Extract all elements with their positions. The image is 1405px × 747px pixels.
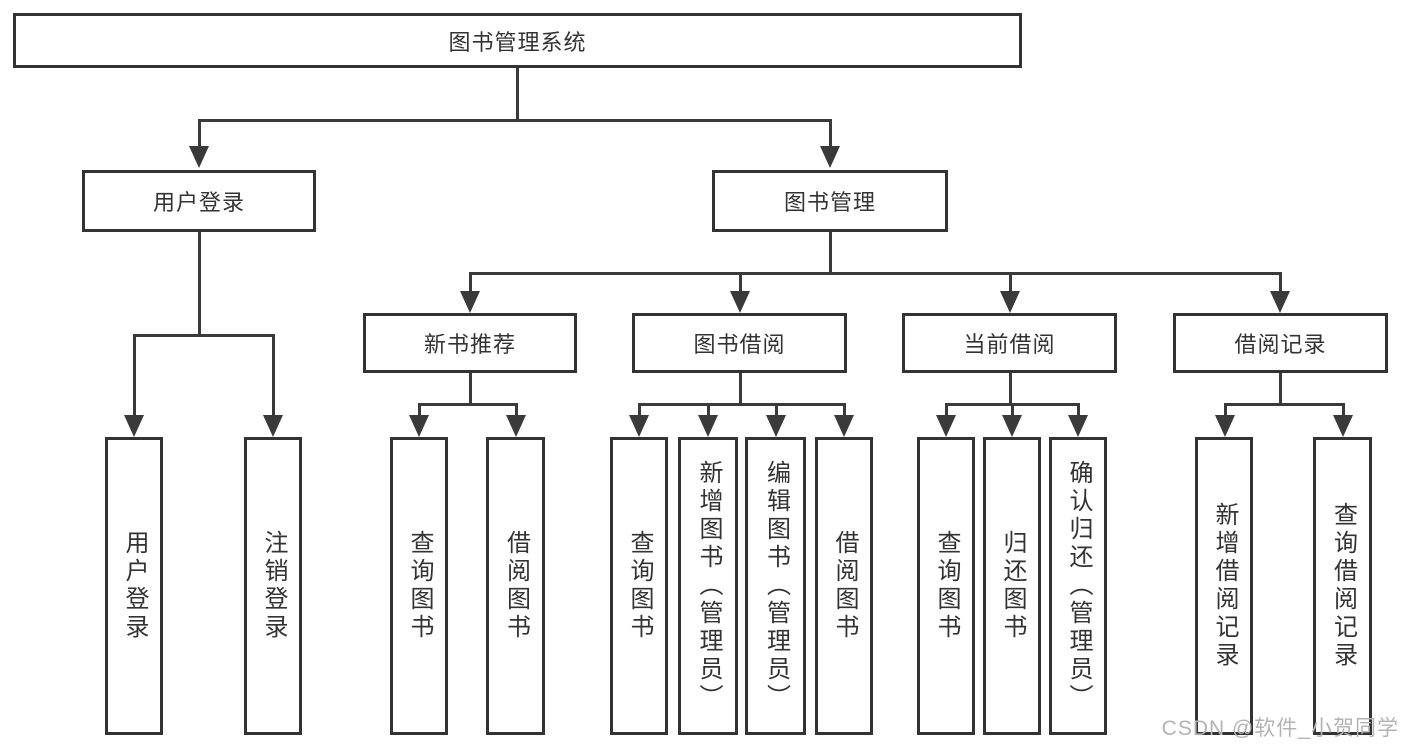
connector-line <box>1009 373 1012 405</box>
leaf-borrow-edit-book: 编辑图书（管理员） <box>745 437 806 735</box>
arrowhead-down <box>460 291 480 313</box>
connector-line <box>198 119 831 122</box>
leaf-newbooks-borrow: 借阅图书 <box>486 437 545 735</box>
connector-line <box>739 373 742 405</box>
arrowhead-down <box>766 415 786 437</box>
node-user-login: 用户登录 <box>82 170 316 232</box>
leaf-add-record: 新增借阅记录 <box>1195 437 1253 735</box>
leaf-borrow-query-label: 查询图书 <box>626 530 653 642</box>
leaf-newbooks-borrow-label: 借阅图书 <box>502 530 530 642</box>
leaf-newbooks-query: 查询图书 <box>390 437 448 735</box>
connector-line <box>945 403 948 417</box>
node-book-borrow: 图书借阅 <box>632 313 847 373</box>
arrowhead-down <box>936 415 956 437</box>
connector-line <box>829 232 832 274</box>
connector-line <box>198 119 201 148</box>
connector-line <box>1279 272 1282 293</box>
connector-line <box>515 403 518 417</box>
node-new-books: 新书推荐 <box>363 313 577 373</box>
node-current-borrow-label: 当前借阅 <box>963 332 1056 357</box>
leaf-return-book: 归还图书 <box>983 437 1041 735</box>
node-borrow-records: 借阅记录 <box>1173 313 1388 373</box>
connector-line <box>469 373 472 405</box>
leaf-query-record-label: 查询借阅记录 <box>1329 502 1357 670</box>
connector-line <box>133 334 136 417</box>
csdn-watermark: CSDN @软件_小贺同学 <box>1161 717 1399 740</box>
connector-line <box>638 403 846 406</box>
arrowhead-down <box>1000 291 1020 313</box>
leaf-borrow-book: 借阅图书 <box>815 437 873 735</box>
connector-line <box>1279 373 1282 405</box>
connector-line <box>198 232 201 336</box>
connector-line <box>1011 403 1014 417</box>
leaf-logout-label: 注销登录 <box>260 530 287 642</box>
connector-line <box>1224 403 1344 406</box>
arrowhead-down <box>263 415 283 437</box>
connector-line <box>1224 403 1227 417</box>
connector-line <box>418 403 421 417</box>
arrowhead-down <box>506 415 526 437</box>
leaf-borrow-add-book-label: 新增图书（管理员） <box>695 460 722 712</box>
node-book-management-label: 图书管理 <box>783 190 876 215</box>
leaf-confirm-return: 确认归还（管理员） <box>1049 437 1107 735</box>
node-book-borrow-label: 图书借阅 <box>693 332 786 357</box>
arrowhead-down <box>820 146 840 168</box>
connector-line <box>1009 272 1012 293</box>
leaf-logout: 注销登录 <box>244 437 302 735</box>
leaf-borrow-add-book: 新增图书（管理员） <box>678 437 738 735</box>
arrowhead-down <box>834 415 854 437</box>
node-new-books-label: 新书推荐 <box>423 332 516 357</box>
arrowhead-down <box>629 415 649 437</box>
leaf-confirm-return-label: 确认归还（管理员） <box>1065 460 1092 712</box>
connector-line <box>1077 403 1080 417</box>
node-current-borrow: 当前借阅 <box>902 313 1117 373</box>
node-user-login-label: 用户登录 <box>152 190 245 215</box>
arrowhead-down <box>698 415 718 437</box>
arrowhead-down <box>730 291 750 313</box>
connector-line <box>843 403 846 417</box>
leaf-current-query-label: 查询图书 <box>933 530 960 642</box>
leaf-borrow-book-label: 借阅图书 <box>831 530 858 642</box>
leaf-user-login-label: 用户登录 <box>121 530 148 642</box>
connector-line <box>1342 403 1345 417</box>
leaf-borrow-edit-book-label: 编辑图书（管理员） <box>762 460 790 712</box>
leaf-query-record: 查询借阅记录 <box>1313 437 1372 735</box>
arrowhead-down <box>1333 415 1353 437</box>
connector-line <box>272 334 275 417</box>
leaf-newbooks-query-label: 查询图书 <box>406 530 433 642</box>
connector-line <box>638 403 641 417</box>
connector-line <box>829 119 832 148</box>
node-root-label: 图书管理系统 <box>448 29 587 55</box>
arrowhead-down <box>189 146 209 168</box>
connector-line <box>469 272 1282 275</box>
connector-line <box>707 403 710 417</box>
node-root: 图书管理系统 <box>13 13 1022 68</box>
arrowhead-down <box>1270 291 1290 313</box>
leaf-add-record-label: 新增借阅记录 <box>1211 502 1238 670</box>
connector-line <box>739 272 742 293</box>
arrowhead-down <box>1002 415 1022 437</box>
leaf-return-book-label: 归还图书 <box>999 530 1026 642</box>
connector-line <box>469 272 472 293</box>
arrowhead-down <box>1215 415 1235 437</box>
arrowhead-down <box>1068 415 1088 437</box>
arrowhead-down <box>124 415 144 437</box>
connector-line <box>775 403 778 417</box>
leaf-borrow-query: 查询图书 <box>610 437 668 735</box>
leaf-user-login: 用户登录 <box>105 437 163 735</box>
connector-line <box>516 68 519 121</box>
connector-line <box>418 403 518 406</box>
leaf-current-query: 查询图书 <box>917 437 975 735</box>
node-book-management: 图书管理 <box>712 170 948 232</box>
node-borrow-records-label: 借阅记录 <box>1234 332 1327 357</box>
connector-line <box>133 334 275 337</box>
arrowhead-down <box>409 415 429 437</box>
